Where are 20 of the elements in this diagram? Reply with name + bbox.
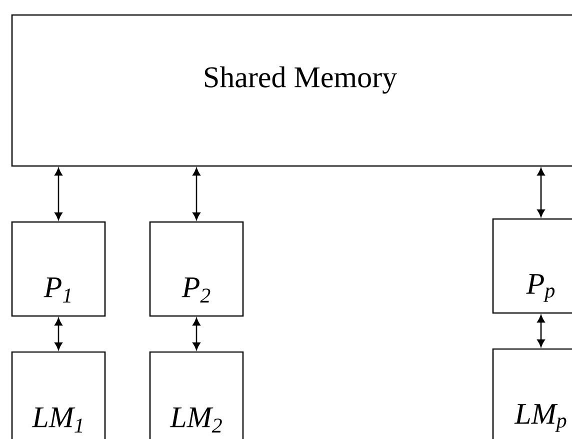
processor-box <box>11 221 106 317</box>
arrow <box>537 315 545 347</box>
node-label: LM$_{2}$ <box>170 408 222 432</box>
memory-box <box>11 14 572 167</box>
memory-box <box>11 351 106 439</box>
node-label: Shared Memory <box>204 66 397 94</box>
arrow <box>54 168 62 220</box>
memory-box <box>492 348 572 439</box>
arrow <box>54 318 62 350</box>
node-label: P$_{p}$ <box>526 274 555 302</box>
arrow <box>192 318 200 350</box>
arrow <box>537 168 545 217</box>
arrow <box>192 168 200 220</box>
memory-box <box>149 351 244 439</box>
node-label: P$_{1}$ <box>44 278 70 302</box>
node-label: LM$_{p}$ <box>514 404 566 432</box>
node-label: P$_{2}$ <box>182 278 210 302</box>
processor-box <box>149 221 244 317</box>
node-label: LM$_{1}$ <box>32 408 82 432</box>
processor-box <box>492 218 572 314</box>
